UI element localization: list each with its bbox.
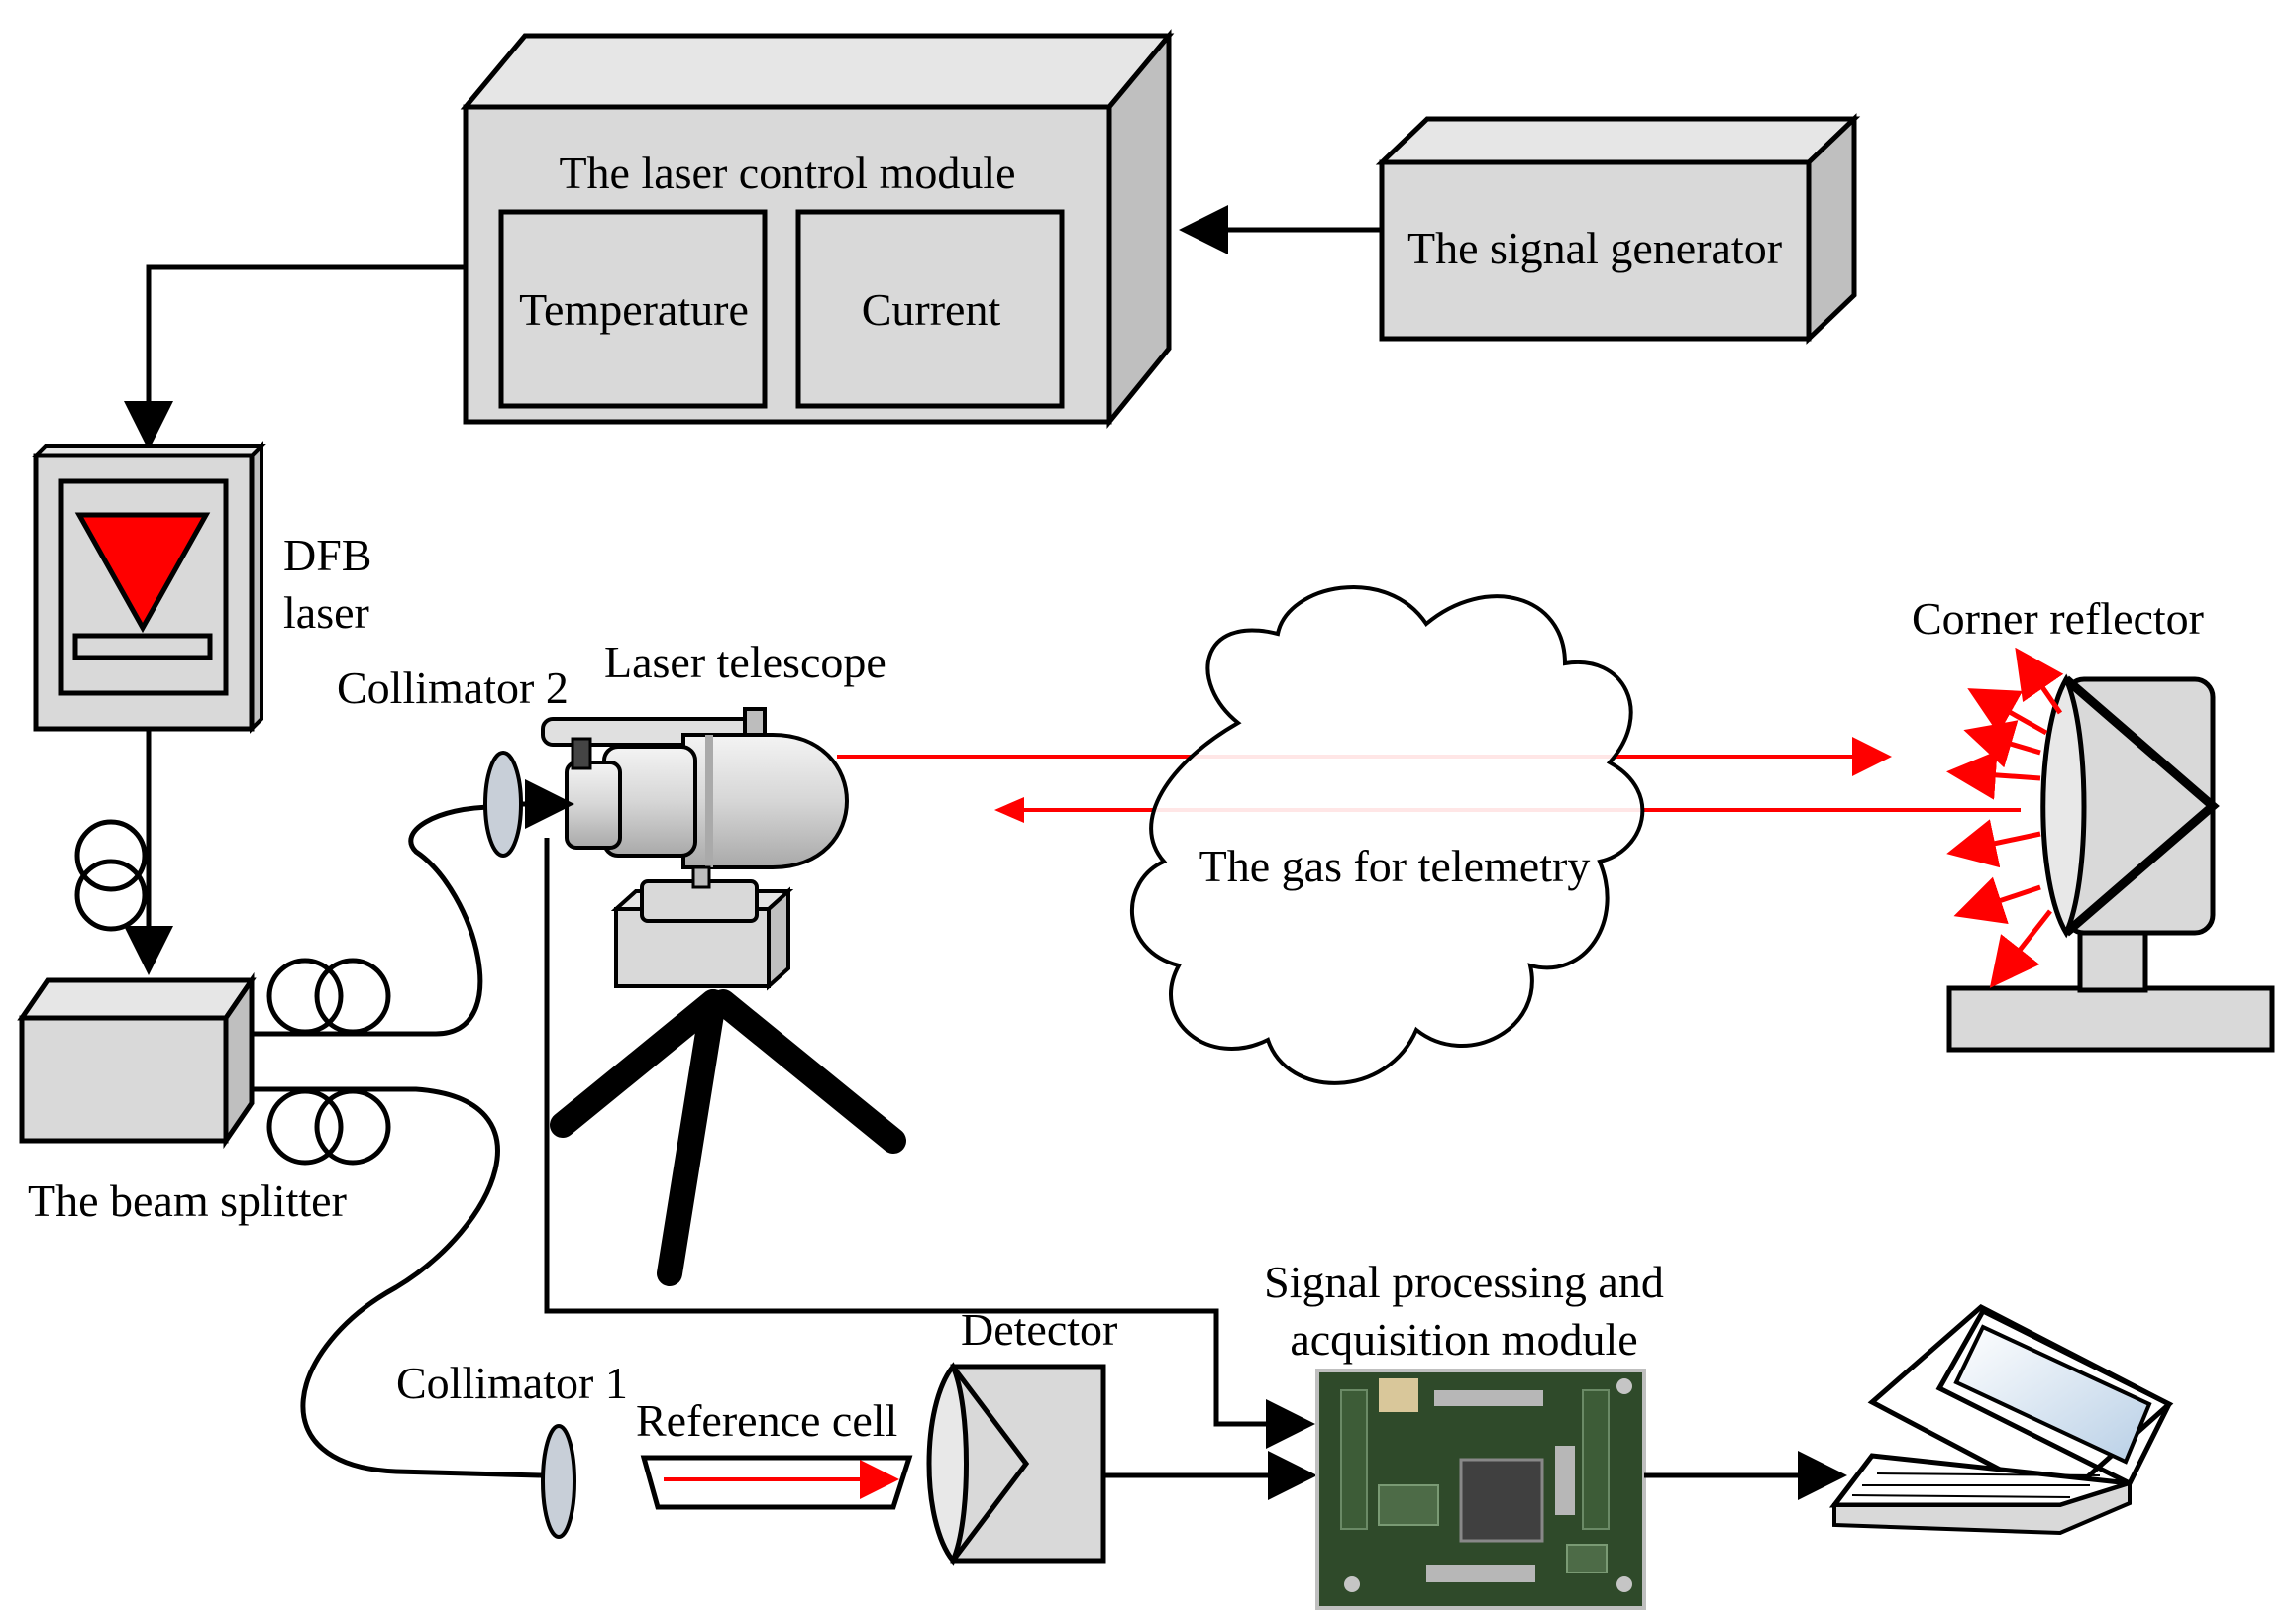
reference-cell-icon — [640, 1455, 913, 1510]
signal-generator-label: The signal generator — [1407, 223, 1782, 273]
reference-cell-label: Reference cell — [636, 1395, 897, 1446]
corner-reflector-icon — [1946, 673, 2275, 1053]
beam-splitter-label: The beam splitter — [28, 1175, 347, 1226]
collimator2-lens-icon — [483, 751, 523, 858]
laser-control-module: The laser control module Temperature Cur… — [460, 29, 1175, 430]
signal-generator: The signal generator — [1375, 113, 1861, 345]
laser-control-module-label: The laser control module — [559, 148, 1015, 198]
current-label: Current — [862, 284, 1001, 335]
detector-icon — [926, 1362, 1106, 1566]
collimator2-label: Collimator 2 — [337, 662, 569, 713]
laptop-icon — [1828, 1303, 2174, 1536]
dfb-label-line1: DFB — [283, 530, 371, 580]
laser-telescope-icon — [541, 707, 849, 869]
dfb-label-line2: laser — [283, 587, 369, 638]
laser-telescope-label: Laser telescope — [604, 637, 886, 687]
collimator1-lens-icon — [541, 1424, 576, 1539]
scattered-light-arrows — [1946, 647, 2064, 988]
fiber-splitter-to-collimator1 — [254, 1086, 541, 1478]
signal-processing-label-line1: Signal processing and — [1264, 1257, 1664, 1307]
arrow-control-to-dfb — [124, 264, 466, 451]
signal-telescope-to-dsp — [544, 838, 1315, 1449]
current-box — [795, 209, 1065, 409]
dfb-laser-icon — [31, 441, 266, 734]
fiber-coil-icon — [266, 958, 391, 1166]
tripod-icon — [550, 865, 906, 1286]
fiber-coil-icon — [74, 819, 148, 932]
temperature-box — [498, 209, 768, 409]
signal-processing-label-line2: acquisition module — [1290, 1314, 1637, 1365]
temperature-label: Temperature — [519, 284, 749, 335]
collimator1-label: Collimator 1 — [396, 1358, 628, 1408]
gas-label: The gas for telemetry — [1199, 841, 1591, 891]
fiber-splitter-to-collimator2 — [254, 804, 496, 1037]
return-arrowhead — [994, 797, 1024, 823]
beam-splitter — [17, 971, 257, 1150]
circuit-board-icon — [1315, 1369, 1646, 1610]
corner-reflector-label: Corner reflector — [1912, 593, 2204, 644]
gas-cloud-icon — [1130, 585, 1645, 1085]
